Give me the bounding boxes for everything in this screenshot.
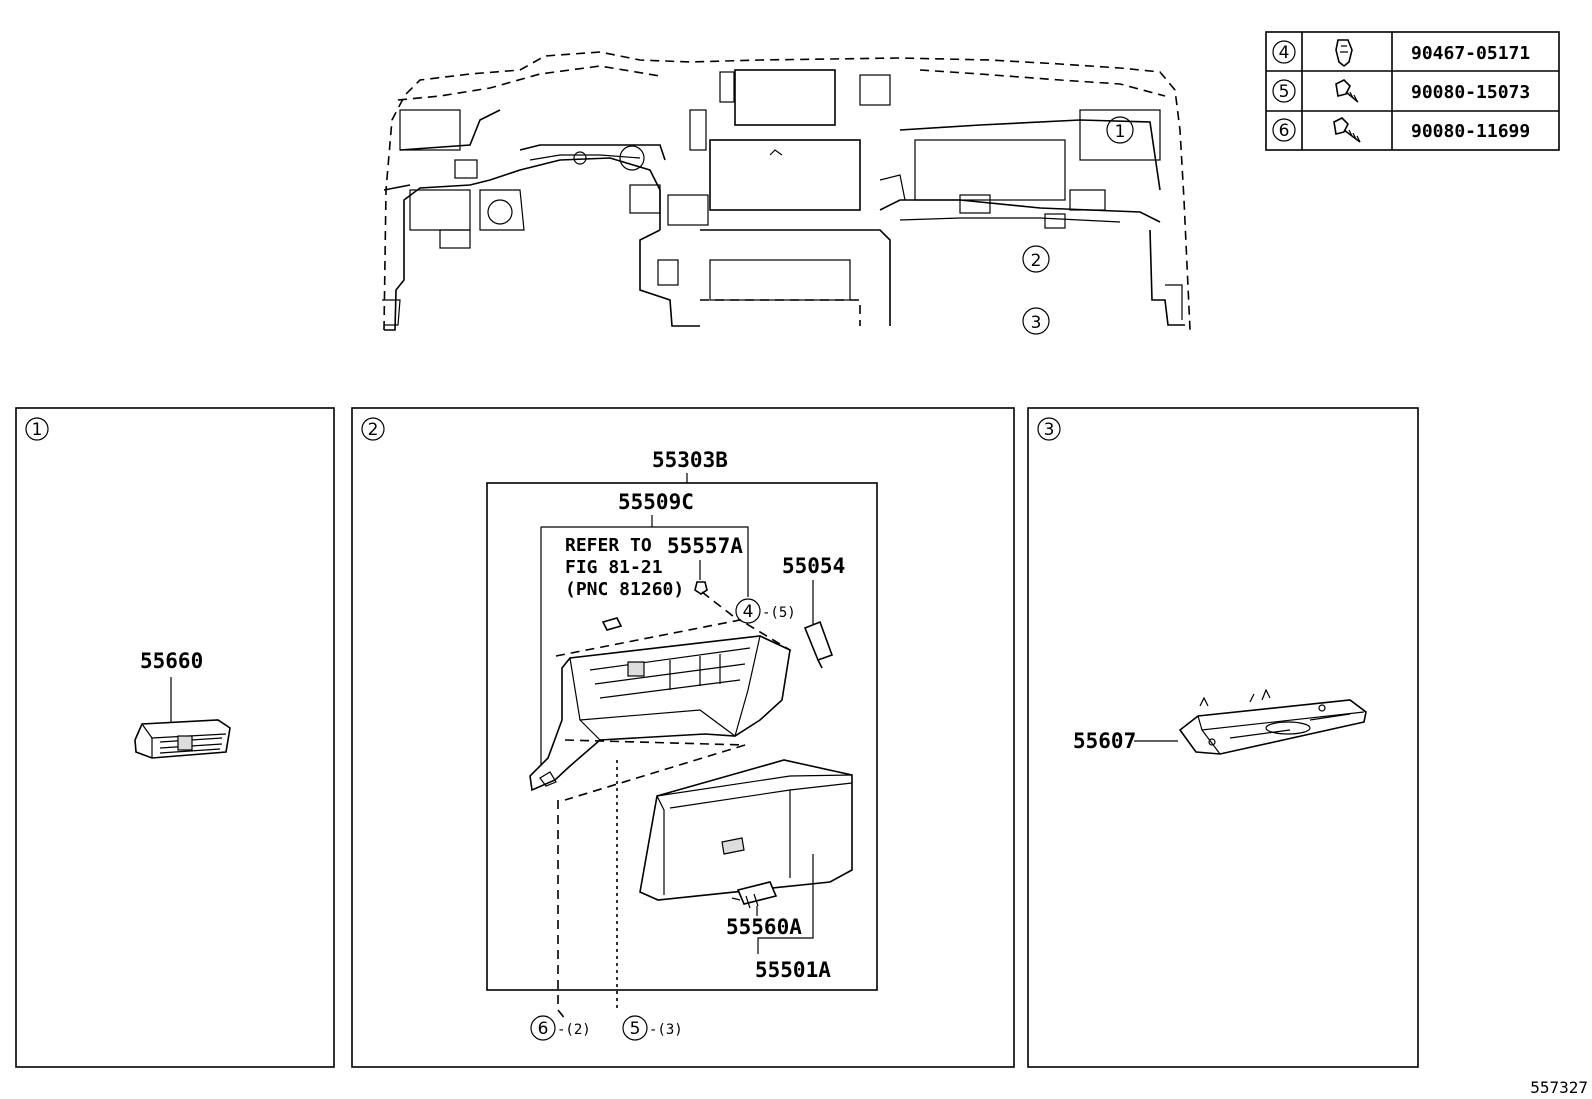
- panel-1: 1 55660: [15, 407, 335, 1068]
- glove-box-frame: [529, 619, 792, 792]
- hardware-table: 4 90467-05171 5 90080-15073 6 90080-1169…: [1265, 31, 1560, 151]
- part-label-55560A: 55560A: [726, 915, 802, 939]
- air-vent-icon: [134, 719, 231, 759]
- overview-callout-2: 2: [1031, 251, 1042, 271]
- illustration-id: 557327: [1530, 1078, 1588, 1097]
- part-label-55607: 55607: [1073, 729, 1136, 753]
- panel-3: 3 55607: [1027, 407, 1419, 1068]
- note-line-2: FIG 81-21: [565, 557, 663, 578]
- lamp-icon: [601, 617, 623, 631]
- panel-2-ref: 2: [368, 420, 379, 440]
- part-label-55660: 55660: [140, 649, 203, 673]
- dashboard-overview: 1 2 3: [382, 51, 1191, 335]
- glove-box-door: [639, 759, 853, 901]
- table-part-5: 90080-15073: [1411, 82, 1530, 103]
- table-ref-5: 5: [1279, 82, 1290, 102]
- callout-5: 5: [630, 1019, 641, 1039]
- part-label-55501A: 55501A: [755, 958, 831, 982]
- callout-6-qty: -(2): [557, 1022, 591, 1038]
- screw-icon: [1333, 117, 1361, 143]
- overview-callout-3: 3: [1031, 313, 1042, 333]
- clip-icon: [1335, 39, 1353, 68]
- note-line-1: REFER TO: [565, 535, 652, 556]
- table-part-6: 90080-11699: [1411, 121, 1530, 142]
- note-line-3: (PNC 81260): [565, 579, 684, 600]
- callout-4: 4: [743, 602, 754, 622]
- panel-1-ref: 1: [32, 420, 43, 440]
- clip-icon: [694, 581, 708, 595]
- lock-icon: [731, 881, 778, 909]
- callout-4-qty: -(5): [762, 605, 796, 621]
- part-label-55509C: 55509C: [618, 490, 694, 514]
- part-label-55557A: 55557A: [667, 534, 743, 558]
- part-label-55303B: 55303B: [652, 448, 728, 472]
- table-ref-4: 4: [1279, 43, 1290, 63]
- panel-3-ref: 3: [1044, 420, 1055, 440]
- screw-icon: [1335, 79, 1359, 103]
- callout-6: 6: [538, 1019, 549, 1039]
- damper-icon: [803, 620, 834, 669]
- overview-callout-1: 1: [1115, 122, 1126, 142]
- table-ref-6: 6: [1279, 121, 1290, 141]
- panel-2: 2 55303B 55509C REFER TO FIG 81-21 (PNC …: [351, 407, 1015, 1068]
- under-cover-icon: [1178, 688, 1367, 755]
- table-part-4: 90467-05171: [1411, 43, 1530, 64]
- part-label-55054: 55054: [782, 554, 845, 578]
- callout-5-qty: -(3): [649, 1022, 683, 1038]
